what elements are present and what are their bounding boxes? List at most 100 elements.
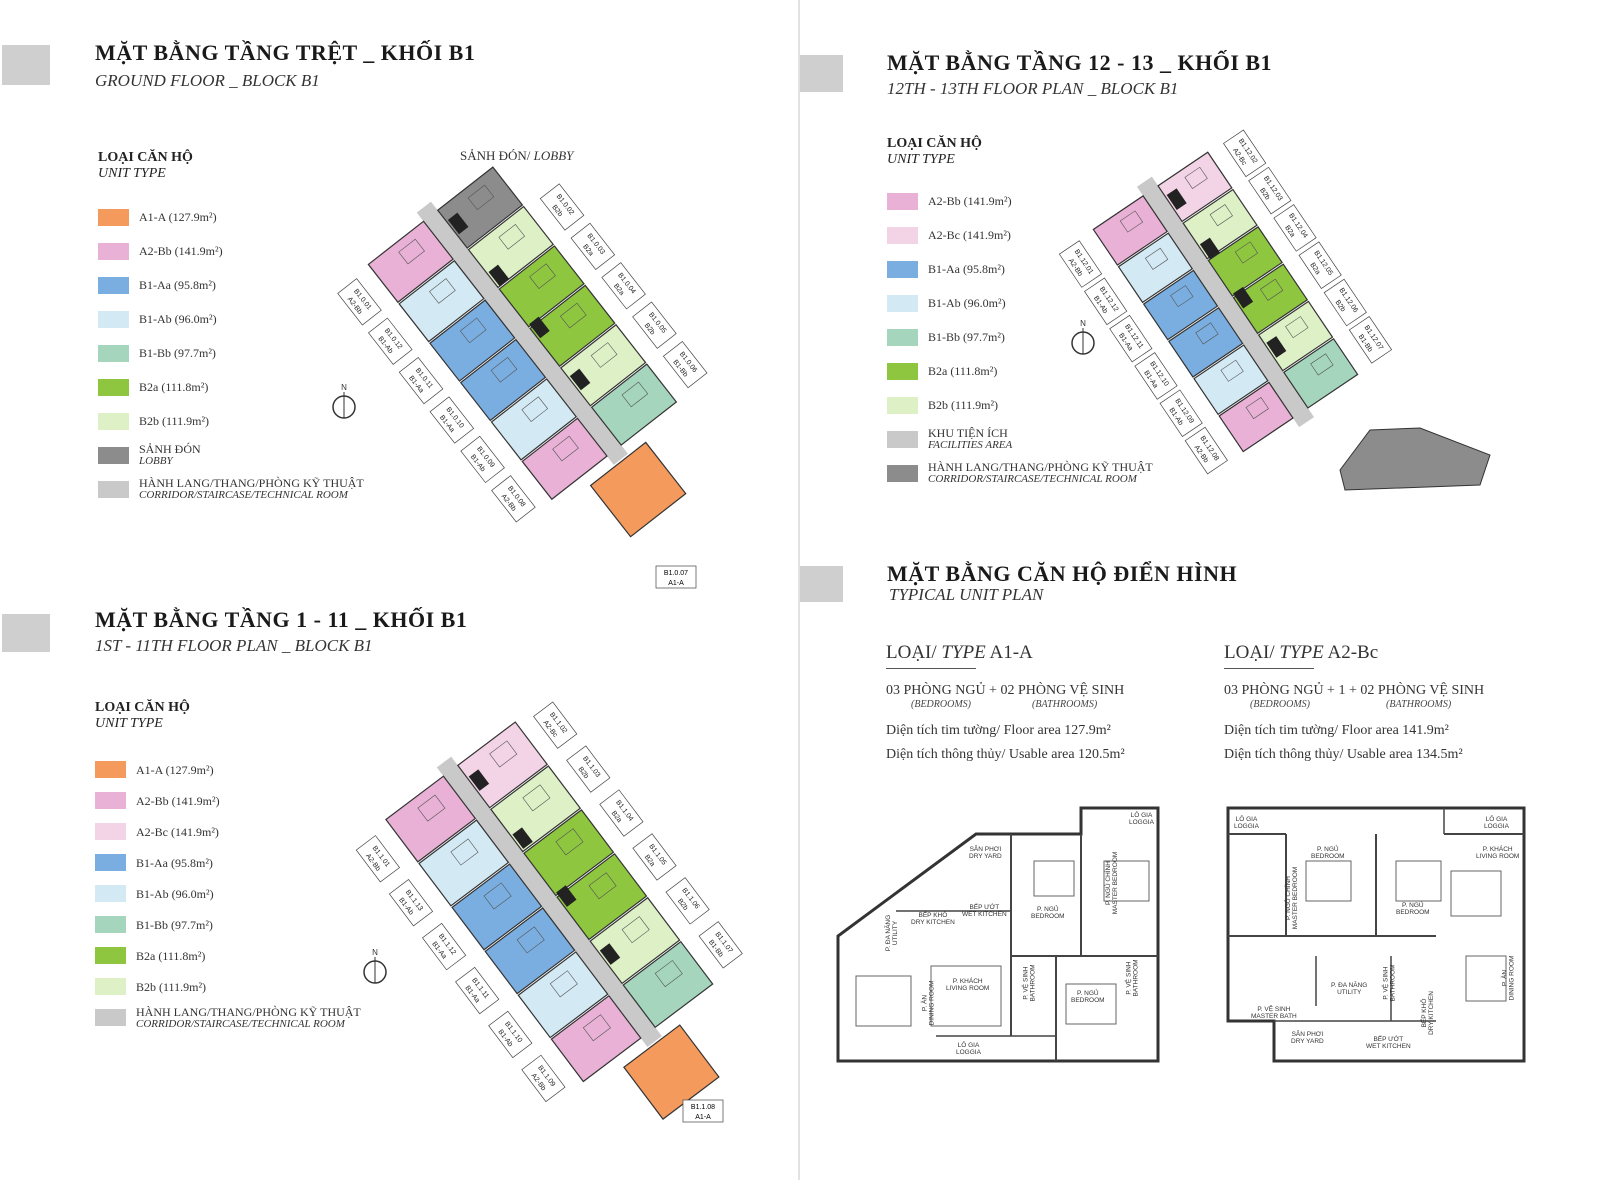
unit-code: B1.0.07 (664, 570, 688, 577)
stair-core (512, 827, 533, 849)
room-outline (1209, 204, 1233, 227)
room-outline (429, 278, 456, 304)
unit-type: A1-A (668, 580, 684, 587)
room-outline (1184, 166, 1208, 189)
legend-swatch (887, 430, 918, 448)
upper-floor-subtitle: 12TH - 13TH FLOOR PLAN _ BLOCK B1 (887, 79, 1179, 98)
corridor (436, 756, 662, 1047)
legend-title: LOẠI CĂN HỘ (95, 700, 190, 715)
legend-label-text: B1-Bb (97.7m²) (928, 330, 1005, 344)
legend-swatch (95, 823, 126, 840)
legend-item: B2a (111.8m²) (98, 370, 364, 404)
legend-label-text: B1-Bb (97.7m²) (139, 346, 216, 360)
room-outline (483, 882, 512, 910)
bedrooms-note: (BEDROOMS) (1250, 699, 1310, 710)
legend-label: B1-Ab (96.0m²) (139, 313, 217, 325)
unit-tag-box (421, 922, 467, 971)
room-outline (516, 926, 545, 954)
unit-tag-box (355, 835, 401, 883)
room-outline (522, 784, 551, 812)
unit-tag-box (429, 396, 475, 444)
unit-tag-box (337, 278, 382, 326)
unit-type: A1-A (695, 1114, 711, 1121)
legend-label-text: B1-Aa (95.8m²) (139, 278, 216, 292)
unit-tag-box (539, 183, 585, 231)
typical-legend: LOẠI CĂN HỘ UNIT TYPE A1-A (127.9m²)A2-B… (95, 700, 361, 1033)
unit-tag-box (662, 340, 708, 389)
legend-swatch (887, 362, 918, 380)
unit-tag-box (455, 966, 500, 1015)
page-divider (798, 0, 800, 1180)
unit-tag-box (632, 833, 677, 881)
legend-item: B1-Aa (95.8m²) (95, 847, 361, 878)
room-outline (555, 828, 584, 856)
legend-label: B2a (111.8m²) (136, 950, 205, 962)
legend-item: B2b (111.9m²) (887, 388, 1153, 422)
room-outline (654, 960, 683, 988)
unit-tag-box (1223, 129, 1267, 178)
legend-label: B1-Ab (96.0m²) (928, 297, 1006, 309)
legend-subtitle: UNIT TYPE (95, 716, 163, 731)
legend-item: B2b (111.9m²) (95, 971, 361, 1002)
room-count: 03 PHÒNG NGỦ + 02 PHÒNG VỆ SINH (886, 683, 1125, 698)
legend-item: B1-Ab (96.0m²) (98, 302, 364, 336)
section-marker (2, 614, 50, 652)
legend-swatch (95, 947, 126, 964)
legend-label-text: B2b (111.9m²) (136, 979, 207, 994)
legend-label: A2-Bb (141.9m²) (139, 245, 223, 257)
legend-label: A1-A (127.9m²) (139, 211, 217, 223)
legend-item: B1-Aa (95.8m²) (98, 268, 364, 302)
legend-item: B1-Aa (95.8m²) (887, 252, 1153, 286)
legend-swatch (98, 208, 129, 226)
legend-swatch (887, 396, 918, 414)
typical_floor-plan: B1.1.01A2-BbB1.1.13B1-AbB1.1.12B1-AaB1.1… (355, 701, 743, 1120)
floor-area: Diện tích tim tường/ Floor area 141.9m² (1224, 723, 1449, 738)
legend-label-text: B1-Ab (96.0m²) (139, 312, 217, 326)
unit-tag-box (398, 356, 444, 405)
legend-label-text: HÀNH LANG/THANG/PHÒNG KỸ THUẬT (136, 1004, 361, 1019)
legend-swatch (887, 192, 918, 210)
legend-label-text: B2a (111.8m²) (928, 364, 998, 378)
unit-tag-box (632, 301, 677, 349)
legend-label: B1-Bb (97.7m²) (139, 347, 216, 359)
room-outline (559, 302, 587, 329)
legend-item: A1-A (127.9m²) (98, 200, 364, 234)
unit-a2bc-info: LOẠI/ TYPE A2-Bc 03 PHÒNG NGỦ + 1 + 02 P… (1224, 642, 1544, 763)
legend-swatch (95, 885, 126, 902)
legend-label-text: KHU TIỆN ÍCH (928, 426, 1008, 440)
north-label: N (341, 383, 347, 392)
legend-swatch (98, 310, 129, 328)
legend-label-text: A2-Bc (141.9m²) (136, 824, 219, 839)
legend-swatch (95, 1009, 126, 1026)
room-outline (1285, 316, 1309, 339)
unit-tag-box (1323, 278, 1367, 327)
north-label: N (1080, 319, 1086, 328)
legend-label: B2b (111.9m²) (139, 415, 209, 427)
unit-tag-box (533, 701, 578, 749)
ground-floor-subtitle: GROUND FLOOR _ BLOCK B1 (95, 71, 320, 90)
legend-swatch (98, 412, 129, 430)
legend-item: B1-Ab (96.0m²) (887, 286, 1153, 320)
